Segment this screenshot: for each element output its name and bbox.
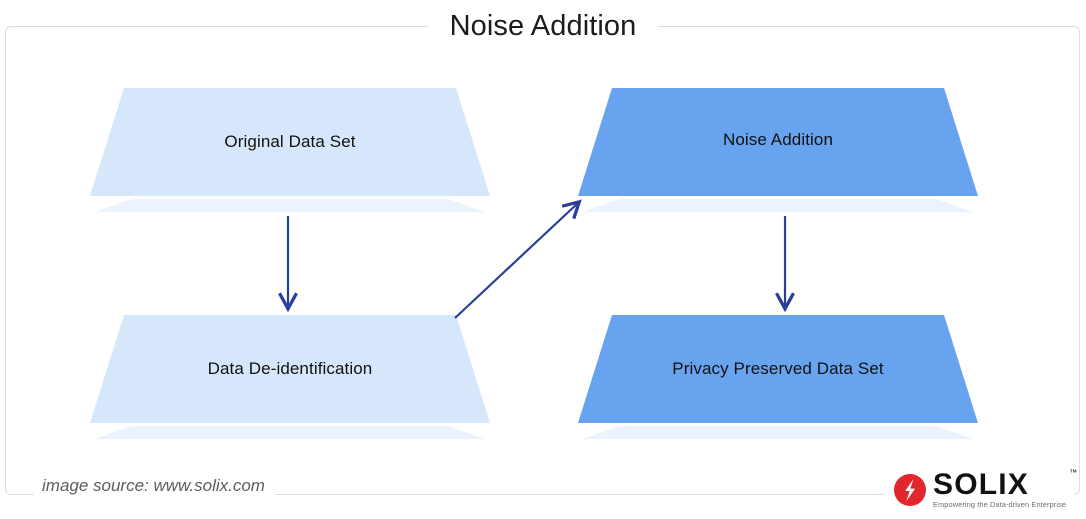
trapezoid-body <box>578 315 978 423</box>
solix-wordmark: SOLIX <box>933 468 1030 501</box>
node-label: Privacy Preserved Data Set <box>672 359 884 378</box>
node-original-data-set[interactable]: Original Data Set <box>90 86 490 216</box>
node-privacy-preserved-data-set[interactable]: Privacy Preserved Data Set <box>578 313 978 443</box>
trapezoid-body <box>90 88 490 196</box>
trapezoid-shadow <box>95 426 485 439</box>
node-label: Noise Addition <box>722 130 834 149</box>
trapezoid-shadow <box>583 426 973 439</box>
lightning-bolt-icon <box>894 474 926 506</box>
trapezoid-shadow <box>583 199 973 212</box>
node-label: Original Data Set <box>224 132 356 151</box>
trapezoid-body <box>578 88 978 196</box>
node-noise-addition[interactable]: Noise Addition <box>578 86 978 216</box>
trapezoid-shape-light <box>90 315 490 439</box>
trapezoid-shape-light <box>90 88 490 212</box>
trademark-symbol: ™ <box>1069 468 1078 477</box>
image-source-caption: image source: www.solix.com <box>34 474 275 498</box>
trapezoid-shape-blue <box>578 88 978 212</box>
trapezoid-body <box>90 315 490 423</box>
node-data-de-identification[interactable]: Data De-identification <box>90 313 490 443</box>
solix-logo: SOLIX ™ Empowering the Data-driven Enter… <box>884 468 1077 512</box>
node-label: Data De-identification <box>207 359 373 378</box>
trapezoid-shadow <box>95 199 485 212</box>
solix-wordmark-block: SOLIX ™ Empowering the Data-driven Enter… <box>933 468 1077 510</box>
solix-tagline: Empowering the Data-driven Enterprise <box>933 500 1067 509</box>
trapezoid-shape-blue <box>578 315 978 439</box>
